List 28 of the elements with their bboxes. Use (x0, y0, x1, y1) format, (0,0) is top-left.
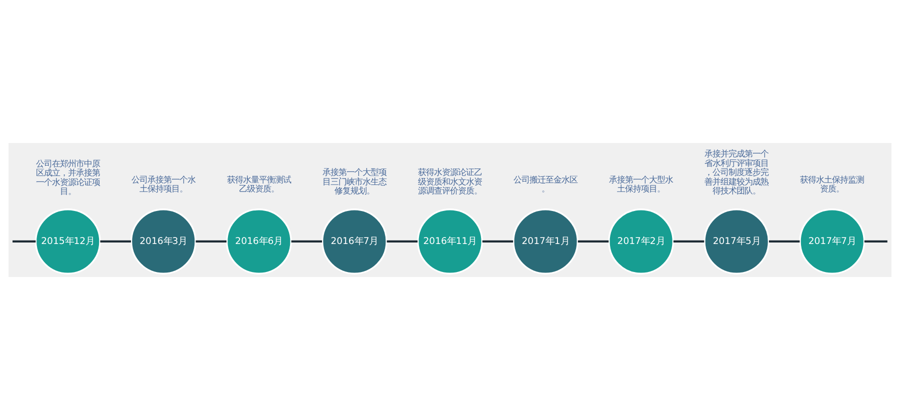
node-label: 承接第一个大型水土保持项目。 (609, 174, 674, 194)
node-circle: 2017年7月 (799, 208, 866, 274)
node-label: 公司搬迁至金水区。 (514, 174, 578, 194)
node-circle: 2017年1月 (512, 208, 578, 274)
connector (864, 240, 888, 243)
connector (578, 240, 609, 243)
node-circle: 2017年2月 (608, 208, 674, 274)
connector (768, 240, 800, 243)
connector (386, 240, 418, 243)
node-circle: 2017年5月 (704, 208, 770, 274)
node-label: 承接并完成第一个省水利厅评审项目，公司制度逐步完善并组建较为成熟得技术团队。 (704, 148, 769, 196)
connector (673, 240, 704, 243)
connector (12, 240, 36, 243)
node-circle: 2016年7月 (322, 208, 388, 274)
node-label: 公司在郑州市中原区成立，并承接第一个水资源论证项目。 (36, 158, 100, 196)
connector (196, 240, 226, 243)
node-circle: 2016年3月 (130, 208, 196, 274)
node-label: 获得水资源论证乙级资质和水文水资源调查评价资质。 (418, 167, 482, 196)
node-label: 公司承接第一个水土保持项目。 (131, 174, 196, 194)
node-circle: 2015年12月 (34, 208, 101, 274)
node-label: 获得水土保持监测资质。 (800, 174, 864, 194)
connector (100, 240, 131, 243)
node-label: 获得水量平衡测试乙级资质。 (226, 174, 291, 194)
node-circle: 2016年11月 (417, 208, 483, 274)
connector (482, 240, 514, 243)
connector (291, 240, 322, 243)
node-label: 承接第一个大型项目三门峡市水生态修复规划。 (322, 167, 386, 196)
node-circle: 2016年6月 (226, 208, 292, 274)
